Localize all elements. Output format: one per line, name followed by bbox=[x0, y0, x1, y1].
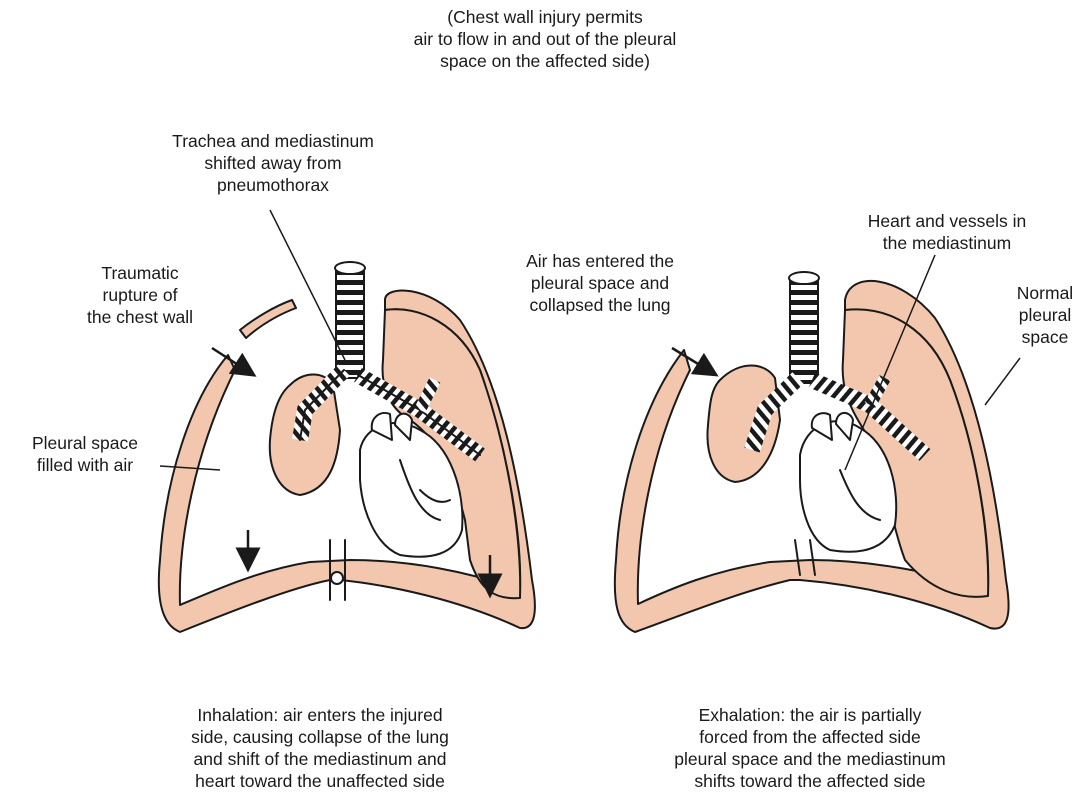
pleural-air-label: Pleural space filled with air bbox=[10, 432, 160, 476]
right-collapsed-lung bbox=[707, 366, 780, 483]
normal-pleural-line-3: space bbox=[1005, 326, 1085, 348]
left-trachea-top bbox=[335, 262, 365, 274]
pleural-air-line-1: Pleural space bbox=[10, 432, 160, 454]
inhalation-line-1: Inhalation: air enters the injured bbox=[150, 704, 490, 726]
rupture-label-line-2: rupture of bbox=[60, 284, 220, 306]
trachea-label-line-3: pneumothorax bbox=[128, 174, 418, 196]
exhalation-line-4: shifts toward the affected side bbox=[630, 770, 990, 792]
exhalation-caption: Exhalation: the air is partially forced … bbox=[630, 704, 990, 792]
header-line-3: space on the affected side) bbox=[350, 50, 740, 72]
inhalation-line-4: heart toward the unaffected side bbox=[150, 770, 490, 792]
left-wall-fragment bbox=[240, 300, 296, 338]
normal-pleural-label: Normal pleural space bbox=[1005, 282, 1085, 348]
exhalation-line-2: forced from the affected side bbox=[630, 726, 990, 748]
header-note: (Chest wall injury permits air to flow i… bbox=[350, 6, 740, 72]
air-entered-line-2: pleural space and bbox=[500, 272, 700, 294]
air-entered-line-1: Air has entered the bbox=[500, 250, 700, 272]
right-normal-leader bbox=[985, 358, 1020, 405]
exhalation-line-3: pleural space and the mediastinum bbox=[630, 748, 990, 770]
pleural-air-line-2: filled with air bbox=[10, 454, 160, 476]
air-entered-label: Air has entered the pleural space and co… bbox=[500, 250, 700, 316]
heart-vessels-label: Heart and vessels in the mediastinum bbox=[842, 210, 1052, 254]
trachea-label-line-1: Trachea and mediastinum bbox=[128, 130, 418, 152]
inhalation-caption: Inhalation: air enters the injured side,… bbox=[150, 704, 490, 792]
left-trachea bbox=[336, 268, 364, 378]
header-line-1: (Chest wall injury permits bbox=[350, 6, 740, 28]
heart-label-line-2: the mediastinum bbox=[842, 232, 1052, 254]
exhalation-line-1: Exhalation: the air is partially bbox=[630, 704, 990, 726]
trachea-shift-label: Trachea and mediastinum shifted away fro… bbox=[128, 130, 418, 196]
heart-label-line-1: Heart and vessels in bbox=[842, 210, 1052, 232]
inhalation-line-2: side, causing collapse of the lung bbox=[150, 726, 490, 748]
normal-pleural-line-2: pleural bbox=[1005, 304, 1085, 326]
left-trachea-leader bbox=[270, 210, 345, 360]
rupture-label-line-3: the chest wall bbox=[60, 306, 220, 328]
rupture-label-line-1: Traumatic bbox=[60, 262, 220, 284]
chest-wall-rupture-label: Traumatic rupture of the chest wall bbox=[60, 262, 220, 328]
inhalation-line-3: and shift of the mediastinum and bbox=[150, 748, 490, 770]
right-trachea bbox=[790, 278, 818, 383]
trachea-label-line-2: shifted away from bbox=[128, 152, 418, 174]
normal-pleural-line-1: Normal bbox=[1005, 282, 1085, 304]
header-line-2: air to flow in and out of the pleural bbox=[350, 28, 740, 50]
air-entered-line-3: collapsed the lung bbox=[500, 294, 700, 316]
